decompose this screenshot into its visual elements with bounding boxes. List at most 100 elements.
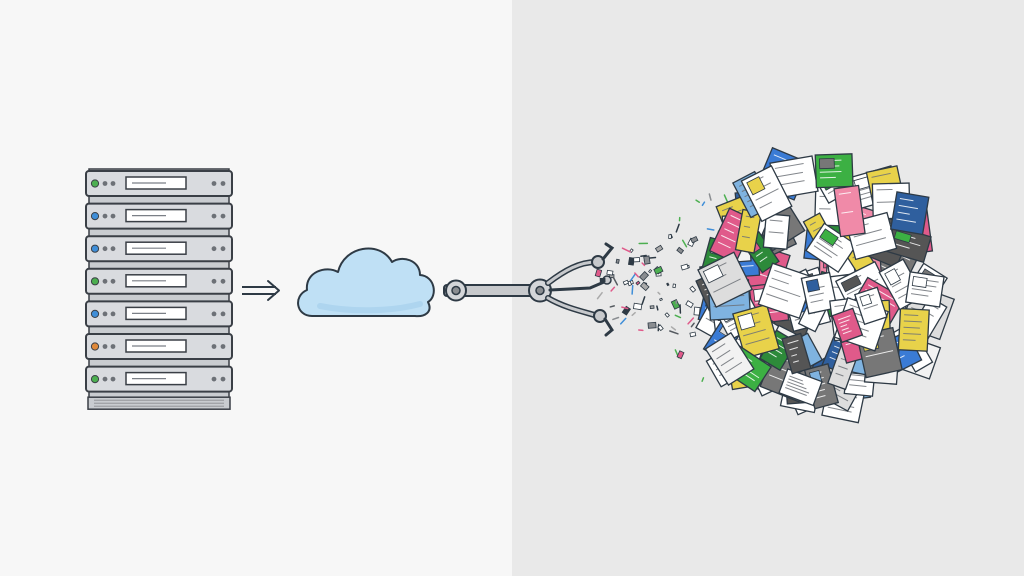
server-unit — [85, 333, 233, 360]
debris-piece — [656, 305, 659, 311]
debris-piece — [701, 201, 706, 207]
debris-piece — [690, 322, 695, 328]
server-unit — [85, 300, 233, 328]
debris-piece — [695, 199, 701, 203]
debris-piece — [612, 277, 619, 286]
debris-piece — [621, 306, 629, 310]
document-item — [697, 251, 753, 308]
document-item — [800, 271, 838, 315]
debris-piece — [672, 283, 677, 289]
debris-piece — [622, 279, 630, 286]
debris-piece — [619, 317, 627, 325]
debris-piece — [631, 284, 634, 295]
status-led-icon — [90, 277, 100, 286]
debris-piece — [635, 280, 641, 286]
debris-piece — [612, 316, 620, 321]
debris-piece — [610, 286, 616, 292]
debris-piece — [669, 330, 679, 335]
server-unit — [85, 235, 233, 263]
debris-piece — [641, 262, 646, 267]
debris-piece — [679, 304, 682, 314]
debris-piece — [649, 256, 657, 259]
debris-piece — [659, 297, 663, 302]
debris-piece — [708, 193, 712, 201]
debris-piece — [638, 242, 649, 245]
robotic-arm-icon — [443, 242, 615, 337]
debris-fragments — [594, 193, 729, 382]
debris-piece — [630, 273, 636, 282]
debris-piece — [599, 277, 606, 283]
debris-piece — [681, 239, 688, 248]
debris-piece — [676, 350, 685, 360]
document-item — [805, 222, 858, 274]
debris-piece — [680, 263, 689, 271]
debris-piece — [701, 377, 705, 382]
debris-piece — [609, 305, 615, 308]
document-item — [897, 307, 930, 352]
debris-piece — [647, 321, 657, 329]
server-unit — [85, 202, 233, 230]
cloud-icon — [297, 247, 435, 318]
debris-piece — [689, 331, 697, 338]
debris-piece — [674, 314, 682, 319]
debris-piece — [676, 246, 685, 255]
debris-piece — [654, 244, 664, 253]
debris-piece — [675, 223, 680, 233]
debris-piece — [639, 281, 650, 292]
debris-piece — [648, 269, 653, 274]
debris-piece — [631, 311, 636, 317]
debris-piece — [649, 305, 655, 310]
debris-piece — [653, 265, 664, 275]
document-item — [781, 332, 812, 375]
status-led-icon — [90, 212, 100, 221]
document-item — [889, 191, 930, 236]
debris-piece — [640, 254, 647, 258]
debris-piece — [723, 194, 729, 204]
debris-piece — [666, 282, 670, 287]
debris-piece — [668, 234, 672, 239]
status-led-icon — [90, 244, 100, 253]
debris-piece — [657, 324, 664, 332]
server-unit — [85, 267, 233, 295]
server-rack-icon — [85, 168, 233, 410]
document-item — [778, 368, 823, 407]
document-item — [833, 184, 866, 238]
debris-piece — [621, 247, 631, 253]
debris-piece — [594, 268, 603, 278]
debris-piece — [606, 269, 614, 276]
document-pile-icon — [695, 146, 956, 424]
debris-piece — [643, 255, 651, 265]
document-item — [831, 307, 864, 344]
document-item — [762, 213, 791, 250]
server-unit — [85, 365, 233, 393]
document-item — [704, 331, 755, 386]
document-item — [814, 153, 854, 189]
debris-piece — [632, 302, 643, 311]
debris-piece — [664, 312, 670, 318]
status-led-icon — [90, 375, 100, 384]
debris-piece — [657, 291, 661, 295]
debris-piece — [687, 317, 695, 325]
debris-piece — [638, 270, 650, 282]
debris-piece — [596, 291, 603, 300]
debris-piece — [638, 329, 644, 332]
document-item — [905, 271, 945, 308]
document-item — [853, 286, 888, 326]
debris-piece — [633, 257, 641, 263]
status-led-icon — [90, 342, 100, 351]
debris-piece — [675, 300, 678, 305]
debris-piece — [634, 272, 640, 278]
debris-piece — [678, 216, 681, 222]
debris-piece — [689, 285, 697, 293]
server-unit — [85, 170, 233, 197]
debris-piece — [670, 299, 681, 310]
status-led-icon — [90, 179, 100, 188]
debris-piece — [615, 258, 620, 264]
double-arrow-icon — [242, 280, 280, 301]
document-item — [734, 208, 763, 254]
debris-piece — [685, 300, 694, 309]
debris-piece — [641, 296, 646, 305]
document-item — [732, 303, 780, 359]
